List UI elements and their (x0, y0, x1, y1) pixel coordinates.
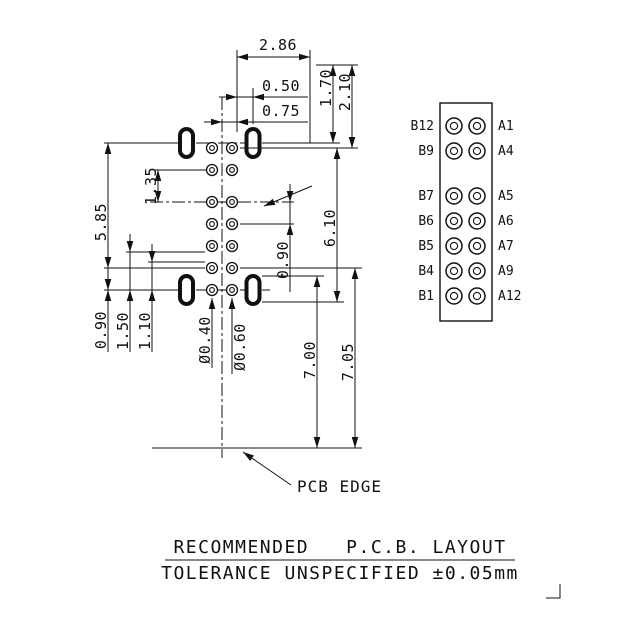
title-line1: RECOMMENDED P.C.B. LAYOUT (173, 537, 506, 558)
dim-0.90-left: 0.90 (92, 311, 110, 349)
drawing-border-corner (546, 584, 561, 599)
pin-label-a7: A7 (498, 239, 514, 254)
pin-label-b4: B4 (418, 264, 434, 279)
pcb-edge: PCB EDGE (152, 447, 382, 496)
pad (225, 195, 239, 209)
pad (225, 261, 239, 275)
dim-1.35: 1.35 (142, 167, 160, 205)
connector-body (439, 102, 493, 322)
pad (225, 239, 239, 253)
dim-dia-0.40: Ø0.40 (196, 316, 214, 364)
slot-top-right (244, 127, 262, 159)
dimension-lines (104, 53, 359, 448)
centerlines (150, 97, 294, 458)
pin-label-b5: B5 (418, 239, 434, 254)
slot-top-left (178, 127, 195, 159)
pin-label-a5: A5 (498, 189, 514, 204)
dim-6.10: 6.10 (321, 209, 339, 247)
pcb-edge-label: PCB EDGE (297, 477, 382, 496)
dim-0.50: 0.50 (262, 77, 300, 95)
connector-pinout: B12 B9 B7 B6 B5 B4 B1 A1 A4 A5 A6 A7 A9 … (411, 102, 521, 322)
dim-0.75: 0.75 (262, 102, 300, 120)
pin-label-a1: A1 (498, 119, 514, 134)
connector-pad (468, 237, 486, 255)
title-line2: TOLERANCE UNSPECIFIED ±0.05mm (161, 563, 519, 584)
connector-pad (468, 212, 486, 230)
pin-label-b6: B6 (418, 214, 434, 229)
centerline-leader-arrow (263, 185, 313, 207)
pin-label-a9: A9 (498, 264, 514, 279)
pad (205, 261, 219, 275)
pad (205, 283, 219, 297)
pad (205, 141, 219, 155)
connector-pad (468, 117, 486, 135)
pad (225, 217, 239, 231)
connector-pad (445, 287, 463, 305)
dim-5.85: 5.85 (92, 203, 110, 241)
connector-pad (468, 187, 486, 205)
dim-7.05: 7.05 (339, 343, 357, 381)
dim-0.90-right: 0.90 (274, 241, 292, 279)
connector-pad (445, 237, 463, 255)
pin-label-a6: A6 (498, 214, 514, 229)
slot-bottom-right (244, 274, 262, 306)
dim-1.50: 1.50 (114, 312, 132, 350)
dim-1.10: 1.10 (136, 312, 154, 350)
title-block: RECOMMENDED P.C.B. LAYOUT TOLERANCE UNSP… (161, 537, 519, 584)
dimension-texts: 2.86 0.50 0.75 1.70 2.10 5.85 1.35 0.90 … (92, 36, 357, 381)
connector-pad (468, 262, 486, 280)
pin-label-b7: B7 (418, 189, 434, 204)
footprint-pads (178, 127, 262, 306)
pin-label-a12: A12 (498, 289, 521, 304)
pad (205, 163, 219, 177)
connector-pad (468, 142, 486, 160)
pad (225, 283, 239, 297)
connector-pad (468, 287, 486, 305)
connector-pad (445, 262, 463, 280)
pcb-edge-leader (242, 451, 292, 486)
pin-label-b9: B9 (418, 144, 434, 159)
dim-dia-0.60: Ø0.60 (231, 323, 249, 371)
connector-pad (445, 117, 463, 135)
pad (205, 239, 219, 253)
pad (205, 195, 219, 209)
connector-pad (445, 142, 463, 160)
pin-label-b1: B1 (418, 289, 434, 304)
dim-1.70: 1.70 (317, 69, 335, 107)
connector-pad (445, 187, 463, 205)
pad (205, 217, 219, 231)
connector-pad (445, 212, 463, 230)
dim-7.00: 7.00 (301, 341, 319, 379)
slot-bottom-left (178, 274, 195, 306)
pad (225, 141, 239, 155)
pin-label-a4: A4 (498, 144, 514, 159)
dim-2.10: 2.10 (336, 73, 354, 111)
pin-label-b12: B12 (411, 119, 434, 134)
pad (225, 163, 239, 177)
dim-2.86: 2.86 (259, 36, 297, 54)
